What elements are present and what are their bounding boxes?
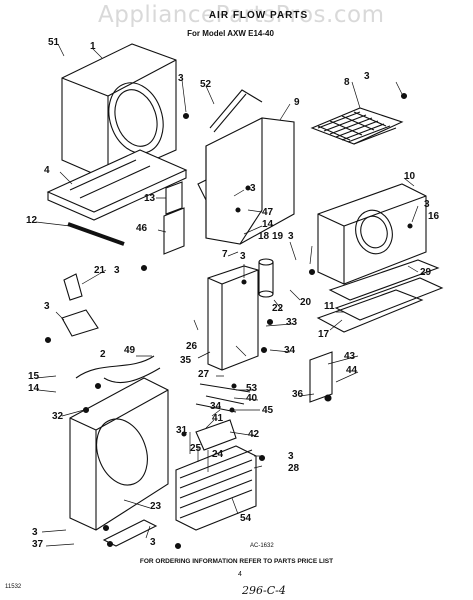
callout-26: 26 — [186, 341, 198, 352]
callout-18: 18 — [258, 231, 270, 242]
callout-51: 51 — [48, 37, 60, 48]
watermark: AppliancePartsPros.com — [98, 2, 385, 28]
callout-14b: 14 — [28, 383, 40, 394]
callout-32: 32 — [52, 411, 64, 422]
callout-12: 12 — [26, 215, 38, 226]
wire-harness-part — [75, 355, 161, 383]
callout-45: 45 — [262, 405, 274, 416]
callout-54: 54 — [240, 513, 252, 524]
callout-24: 24 — [212, 449, 224, 460]
callout-41: 41 — [212, 413, 224, 424]
callout-3k: 3 — [32, 527, 38, 538]
callout-19: 19 — [272, 231, 284, 242]
ordering-footer: FOR ORDERING INFORMATION REFER TO PARTS … — [139, 558, 334, 565]
tube-part — [195, 383, 251, 413]
handwritten-note: 296-C-4 — [242, 584, 286, 597]
callout-2: 2 — [100, 349, 106, 360]
filter-part — [310, 107, 404, 145]
callout-33: 33 — [286, 317, 298, 328]
callout-22: 22 — [272, 303, 284, 314]
callout-3c: 3 — [250, 183, 256, 194]
callout-3e: 3 — [288, 231, 294, 242]
control-box-part — [207, 265, 259, 371]
callout-34b: 34 — [210, 401, 222, 412]
callout-3a: 3 — [178, 73, 184, 84]
callout-3d: 3 — [424, 199, 430, 210]
callout-28: 28 — [288, 463, 300, 474]
callout-49: 49 — [124, 345, 136, 356]
callout-3i: 3 — [288, 451, 294, 462]
callout-46: 46 — [136, 223, 148, 234]
callout-3j: 3 — [150, 537, 156, 548]
callout-34a: 34 — [284, 345, 296, 356]
callout-37: 37 — [32, 539, 44, 550]
callout-53: 53 — [246, 383, 258, 394]
callout-3b: 3 — [364, 71, 370, 82]
clip-part — [61, 273, 99, 337]
callout-23: 23 — [150, 501, 162, 512]
rod-part — [67, 222, 125, 246]
evaporator-coil-part — [69, 377, 169, 531]
callout-31: 31 — [176, 425, 188, 436]
callout-1: 1 — [90, 41, 96, 52]
shroud-part — [317, 183, 427, 285]
callout-3h: 3 — [44, 301, 50, 312]
capacitor-part — [258, 258, 274, 298]
leader-lines — [35, 43, 419, 547]
model-subtitle: For Model AXW E14-40 — [187, 29, 274, 38]
callout-27: 27 — [198, 369, 210, 380]
base-tray-part — [46, 149, 188, 221]
screw-hardware — [44, 92, 413, 550]
callout-20: 20 — [300, 297, 312, 308]
callout-10: 10 — [404, 171, 416, 182]
callout-4: 4 — [44, 165, 50, 176]
callout-13: 13 — [144, 193, 156, 204]
page-number: 4 — [238, 571, 242, 578]
callout-3g: 3 — [240, 251, 246, 262]
base-pan-part — [316, 259, 444, 333]
diagram-title: AIR FLOW PARTS — [208, 10, 309, 21]
figure-code: AC-1632 — [250, 543, 274, 549]
callout-14a: 14 — [262, 219, 274, 230]
callout-44: 44 — [346, 365, 358, 376]
callout-29: 29 — [420, 267, 432, 278]
bracket-part — [209, 89, 263, 133]
callout-21: 21 — [94, 265, 106, 276]
callout-11: 11 — [324, 301, 335, 312]
callout-40: 40 — [246, 393, 258, 404]
callout-16: 16 — [428, 211, 440, 222]
callout-42: 42 — [248, 429, 260, 440]
callout-8: 8 — [344, 77, 350, 88]
fitting-part — [195, 419, 237, 451]
callout-7: 7 — [222, 249, 228, 260]
document-code: 11532 — [5, 584, 22, 590]
callout-9: 9 — [294, 97, 300, 108]
callout-52: 52 — [200, 79, 212, 90]
nameplate-part — [309, 351, 333, 403]
callout-43: 43 — [344, 351, 356, 362]
partition-part — [197, 117, 295, 245]
callout-17: 17 — [318, 329, 330, 340]
callout-47: 47 — [262, 207, 274, 218]
callout-25: 25 — [190, 443, 202, 454]
callout-35: 35 — [180, 355, 192, 366]
callout-3f: 3 — [114, 265, 120, 276]
callout-15: 15 — [28, 371, 40, 382]
small-panel-part — [163, 181, 185, 255]
callout-36: 36 — [292, 389, 304, 400]
